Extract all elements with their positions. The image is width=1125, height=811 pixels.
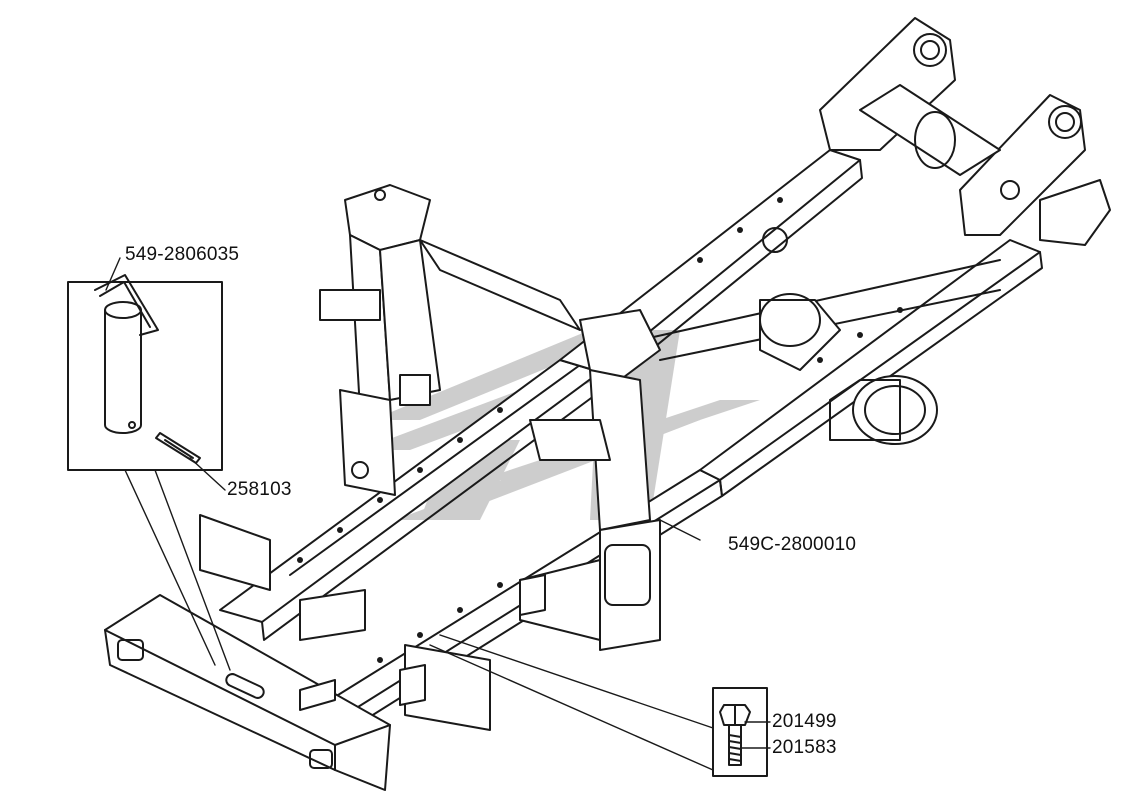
front-bumper [104,594,391,791]
brackets [199,514,546,731]
rear-drum [759,293,938,445]
front-tower [319,184,441,496]
inset-pin-box [67,281,223,471]
callout-cotter-part: 258103 [227,479,292,500]
leader-lines [105,257,771,771]
callout-nut-part: 201583 [772,737,837,758]
rail-holes [297,197,903,663]
bolt-icon [719,704,751,766]
rear-uprights [762,17,1111,253]
callout-pin-part: 549-2806035 [125,244,240,265]
callout-bolt-part: 201499 [772,711,837,732]
callout-frame-part: 549C-2800010 [728,534,857,555]
center-cross-member [419,239,661,651]
